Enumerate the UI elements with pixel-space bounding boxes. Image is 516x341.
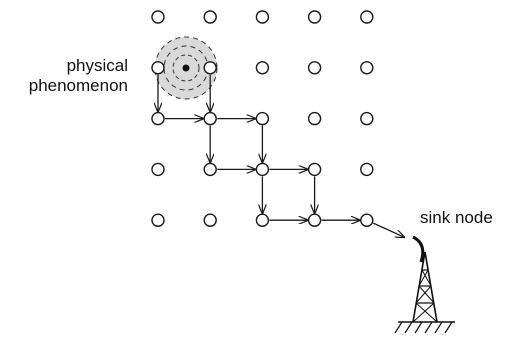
sensor-node <box>360 213 374 227</box>
sensor-node <box>151 213 165 227</box>
sensor-node <box>203 162 217 177</box>
sensor-nodes <box>151 10 374 227</box>
sensor-node <box>307 61 322 75</box>
sensor-node <box>203 61 217 75</box>
sensor-node <box>307 213 322 227</box>
sensor-node <box>203 213 217 227</box>
sensor-node <box>255 111 270 126</box>
sink-antenna-tower-icon <box>394 235 455 334</box>
sensor-node <box>307 162 322 177</box>
sensor-node <box>255 213 270 227</box>
sensor-node <box>255 10 270 24</box>
sensor-node <box>307 10 322 24</box>
sink-node-label: sink node <box>420 208 493 227</box>
sensor-node <box>151 10 165 24</box>
phenomenon-label: physical phenomenon <box>28 56 128 96</box>
phenomenon-label-line1: physical <box>66 56 128 75</box>
sensor-node <box>360 10 374 24</box>
sensor-node <box>151 162 165 177</box>
sensor-node <box>203 10 217 24</box>
sensor-node <box>151 111 165 126</box>
sensor-node <box>307 111 322 126</box>
phenomenon-event-source-icon <box>154 36 218 100</box>
sensor-node <box>360 61 374 75</box>
routing-edges <box>158 74 404 237</box>
sensor-node <box>360 162 374 177</box>
phenomenon-label-line2: phenomenon <box>28 76 128 95</box>
sensor-node <box>360 111 374 126</box>
sensor-node <box>255 162 270 177</box>
routing-arrow <box>372 222 404 237</box>
sensor-node <box>203 111 217 126</box>
sensor-node <box>255 61 270 75</box>
sensor-node <box>151 61 165 75</box>
